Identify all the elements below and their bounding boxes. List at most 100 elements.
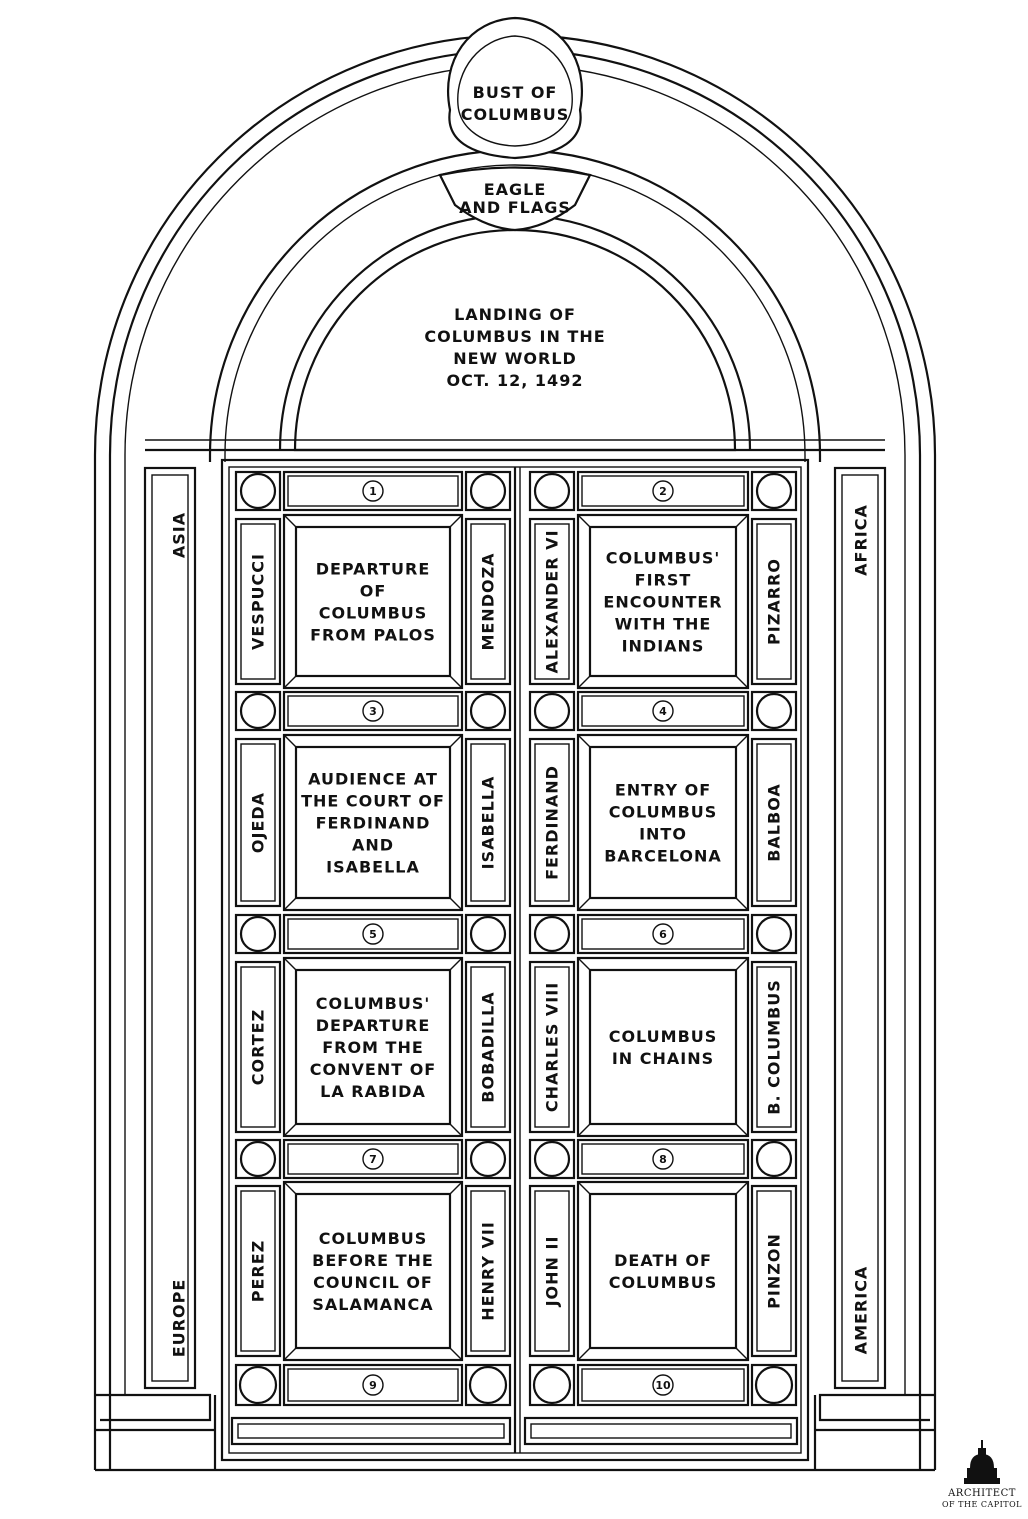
text-line: ENCOUNTER (603, 593, 722, 612)
panel-number: 9 (369, 1379, 377, 1392)
number-badge (652, 1374, 674, 1396)
rosette-circle (238, 1365, 278, 1405)
text-line: IN CHAINS (612, 1049, 714, 1068)
name-strip-inner (470, 966, 506, 1128)
name-strip-inner (534, 743, 570, 902)
panel-number: 6 (659, 928, 667, 941)
relief-panel-frame (282, 513, 464, 690)
relief-panel (588, 968, 738, 1126)
arch-frame (93, 33, 937, 1472)
corner-block (528, 1363, 576, 1407)
logo-line1: ARCHITECT (948, 1488, 1016, 1499)
relief-panel-frame (282, 1180, 464, 1362)
name-strip-inner (470, 523, 506, 680)
figure-name: HENRY VII (479, 1221, 498, 1321)
rosette-circle (533, 472, 571, 510)
text-line: SALAMANCA (312, 1295, 433, 1314)
text-line: FERDINAND (316, 814, 431, 833)
panel-number: 8 (659, 1153, 667, 1166)
corner-block (528, 690, 576, 732)
figure-name: CHARLES VIII (543, 982, 562, 1112)
architect-of-the-capitol-logo: ARCHITECT OF THE CAPITOL (940, 1440, 1024, 1510)
name-strip (464, 960, 512, 1134)
name-strip (750, 1184, 798, 1358)
figure-name: BOBADILLA (479, 991, 498, 1102)
name-strip (750, 517, 798, 686)
text-line: AND FLAGS (459, 198, 571, 217)
text-line: COUNCIL OF (313, 1273, 433, 1292)
panel-number: 5 (369, 928, 377, 941)
number-bar-inner (581, 1143, 745, 1175)
name-strip (528, 960, 576, 1134)
figure-name: PEREZ (249, 1240, 268, 1303)
text-line: FROM THE (322, 1038, 424, 1057)
number-bar (282, 1138, 464, 1180)
number-bar-inner (287, 695, 459, 727)
corner-block (234, 1363, 282, 1407)
figure-name: MENDOZA (479, 552, 498, 650)
text-line: OF (360, 582, 387, 601)
number-badge (652, 923, 674, 945)
name-strip (464, 517, 512, 686)
figure-name: OJEDA (249, 792, 268, 853)
corner-block (234, 690, 282, 732)
corner-block (464, 690, 512, 732)
relief-panel-frame (576, 1180, 750, 1362)
text-line: INTO (639, 825, 687, 844)
corner-block (464, 1138, 512, 1180)
panel-number: 7 (369, 1153, 377, 1166)
number-bar (282, 913, 464, 955)
number-bar (282, 470, 464, 512)
corner-block (464, 470, 512, 512)
corner-block (234, 1138, 282, 1180)
name-strip-inner (470, 1190, 506, 1352)
relief-panel-frame (282, 733, 464, 912)
rosette-circle (469, 692, 507, 730)
number-bar-inner (287, 1368, 459, 1402)
relief-panel (294, 1192, 452, 1350)
text-line: COLUMBUS (461, 105, 570, 124)
rosette-circle (239, 915, 277, 953)
panel-title: ENTRY OF COLUMBUS INTO BARCELONA (604, 781, 722, 866)
relief-panel (588, 525, 738, 678)
number-bar (576, 1363, 750, 1407)
text-line: EAGLE (484, 180, 547, 199)
name-strip-inner (470, 743, 506, 902)
text-line: COLUMBUS' (606, 549, 721, 568)
corner-block (750, 690, 798, 732)
corner-block (750, 1138, 798, 1180)
text-line: THE COURT OF (301, 792, 445, 811)
name-strip-inner (240, 743, 276, 902)
text-line: COLUMBUS (609, 1027, 718, 1046)
corner-block (528, 470, 576, 512)
number-badge (652, 1148, 674, 1170)
text-line: OCT. 12, 1492 (447, 371, 584, 390)
panel-number: 1 (369, 485, 377, 498)
text-line: LANDING OF (454, 305, 576, 324)
rosette-circle (469, 915, 507, 953)
name-strip (234, 960, 282, 1134)
text-line: ENTRY OF (615, 781, 711, 800)
rosette-circle (239, 1140, 277, 1178)
number-bar-inner (287, 918, 459, 950)
text-line: COLUMBUS (609, 1273, 718, 1292)
text-line: COLUMBUS (319, 604, 428, 623)
name-strip-inner (756, 523, 792, 680)
text-line: COLUMBUS (609, 803, 718, 822)
name-strip (750, 960, 798, 1134)
number-bar-inner (287, 475, 459, 507)
relief-panel (588, 745, 738, 900)
text-line: FROM PALOS (310, 626, 436, 645)
text-line: WITH THE (615, 615, 712, 634)
text-line: BARCELONA (604, 847, 722, 866)
figure-name: PIZARRO (765, 558, 784, 645)
figure-name: CORTEZ (249, 1009, 268, 1085)
number-badge (652, 480, 674, 502)
number-bar (282, 1363, 464, 1407)
text-line: DEATH OF (614, 1251, 712, 1270)
name-strip (234, 737, 282, 908)
